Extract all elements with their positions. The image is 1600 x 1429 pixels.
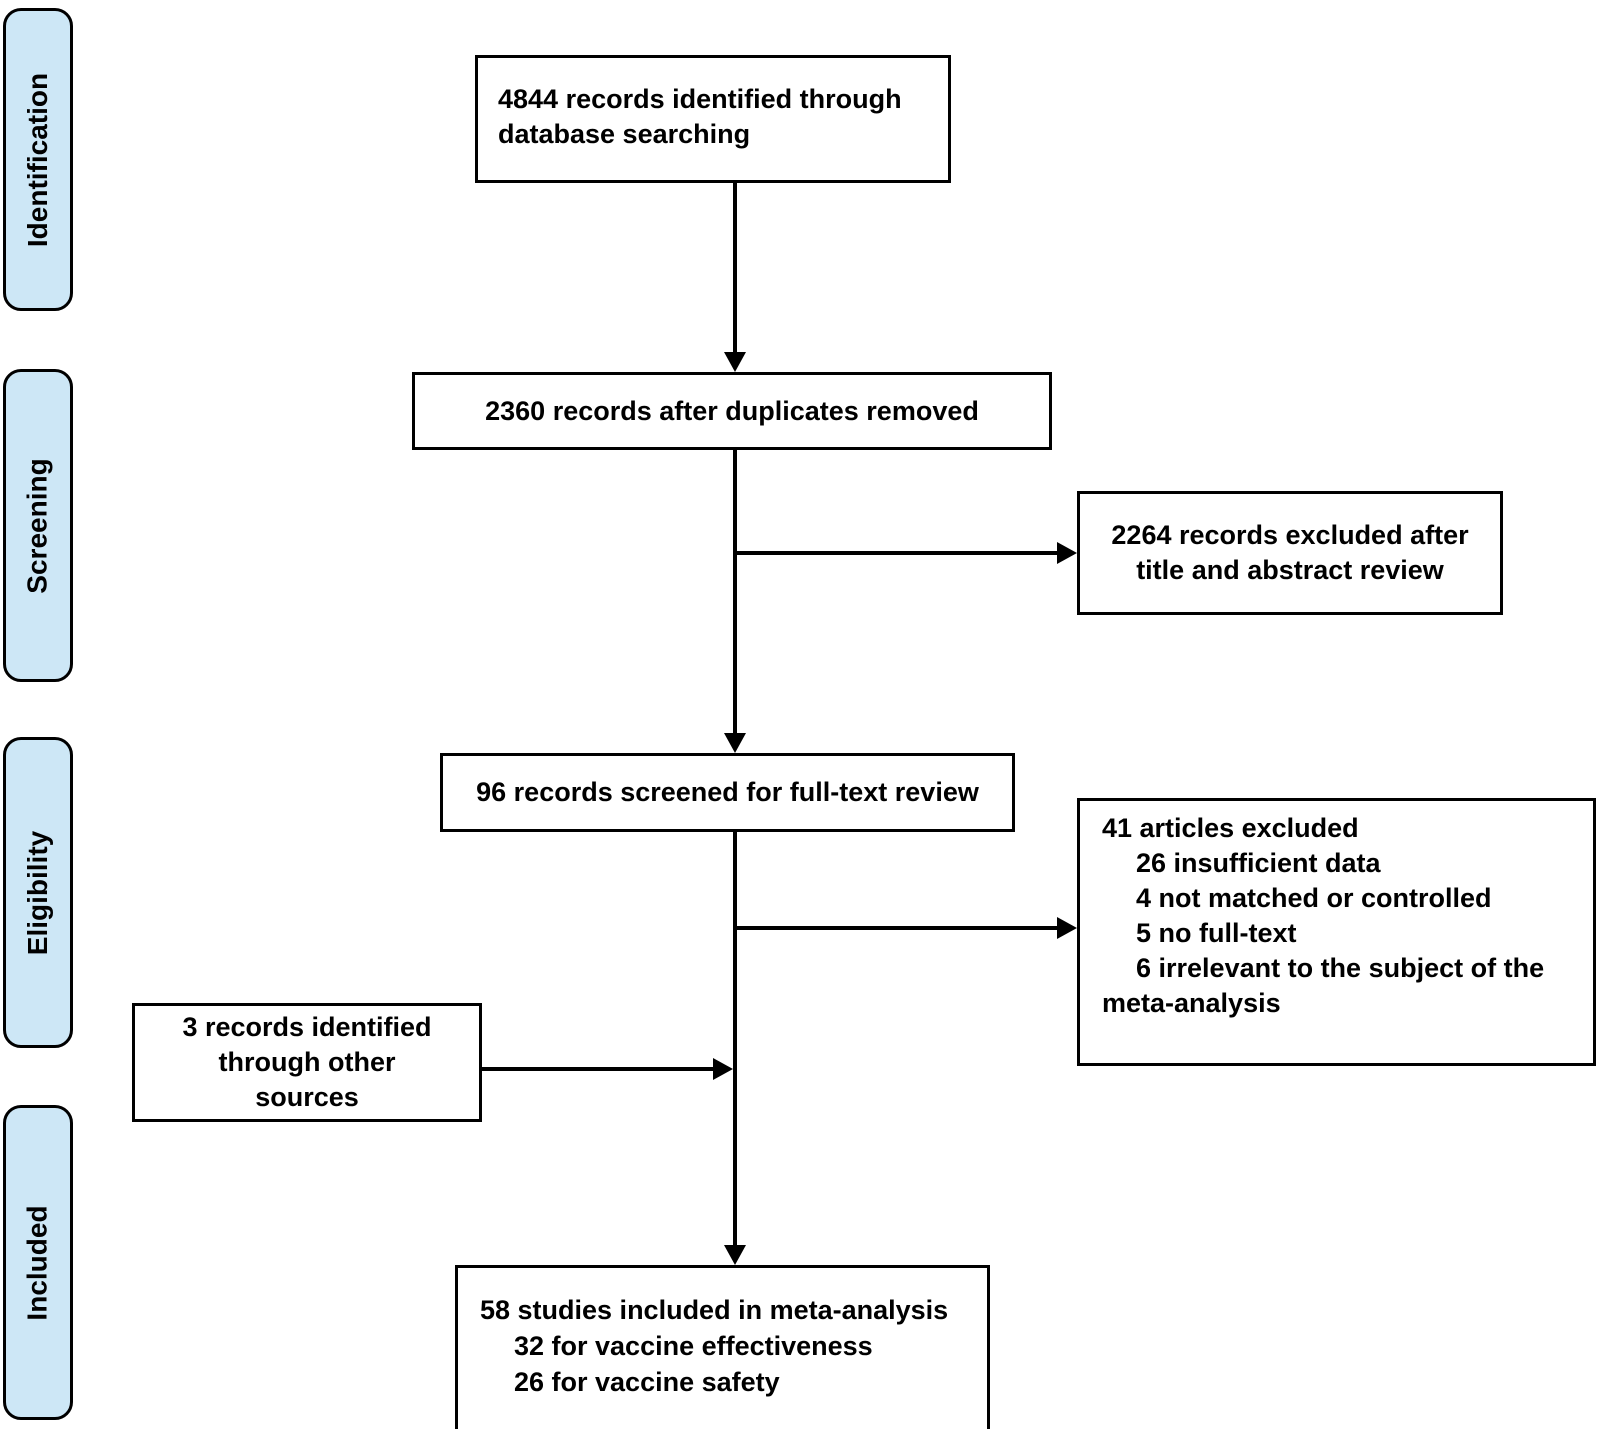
- flow-box-excluded-fulltext-title: 41 articles excluded: [1102, 813, 1359, 843]
- connector-screened-to-included: [733, 832, 737, 1246]
- excluded-reason-irrelevant: 6 irrelevant to the subject of the meta-…: [1102, 953, 1545, 1018]
- stage-label-included: Included: [3, 1105, 73, 1420]
- flow-box-excluded-title-abstract-text: 2264 records excluded after title and ab…: [1111, 520, 1469, 585]
- arrowhead-right-into-fulltext-excluded: [1057, 917, 1077, 939]
- stage-label-eligibility: Eligibility: [3, 737, 73, 1048]
- flow-box-other-sources: 3 records identified through other sourc…: [132, 1003, 482, 1122]
- excluded-reason-no-fulltext: 5 no full-text: [1136, 918, 1297, 948]
- flow-box-after-duplicates: 2360 records after duplicates removed: [412, 372, 1052, 450]
- flow-box-excluded-title-abstract: 2264 records excluded after title and ab…: [1077, 491, 1503, 615]
- connector-to-fulltext-excluded: [735, 926, 1059, 930]
- stage-label-identification: Identification: [3, 8, 73, 311]
- flow-box-screened-fulltext-text: 96 records screened for full-text review: [476, 777, 979, 807]
- included-breakdown-safety: 26 for vaccine safety: [514, 1367, 780, 1397]
- arrowhead-right-into-title-abstract-excluded: [1057, 542, 1077, 564]
- excluded-reason-not-matched: 4 not matched or controlled: [1136, 883, 1492, 913]
- flow-box-excluded-fulltext: 41 articles excluded 26 insufficient dat…: [1077, 798, 1596, 1066]
- stage-label-included-text: Included: [22, 1204, 53, 1321]
- flow-box-records-identified-text: 4844 records identified through database…: [498, 84, 902, 149]
- stage-label-screening-text: Screening: [22, 457, 54, 594]
- stage-label-screening: Screening: [3, 369, 73, 682]
- arrowhead-right-into-spine: [713, 1058, 733, 1080]
- connector-to-title-abstract-excluded: [735, 551, 1059, 555]
- arrowhead-down-into-duplicates: [724, 352, 746, 372]
- arrowhead-down-into-screened: [724, 733, 746, 753]
- flow-box-included-studies-title: 58 studies included in meta-analysis: [480, 1295, 949, 1325]
- connector-identified-to-duplicates: [733, 183, 737, 354]
- stage-label-identification-text: Identification: [22, 72, 54, 247]
- flow-box-records-identified: 4844 records identified through database…: [475, 55, 951, 183]
- excluded-reason-insufficient-data: 26 insufficient data: [1136, 848, 1381, 878]
- flow-box-after-duplicates-text: 2360 records after duplicates removed: [485, 395, 979, 426]
- flow-box-screened-fulltext: 96 records screened for full-text review: [440, 753, 1015, 832]
- flow-box-other-sources-text: 3 records identified through other sourc…: [182, 1012, 432, 1112]
- arrowhead-down-into-included: [724, 1245, 746, 1265]
- included-breakdown-effectiveness: 32 for vaccine effectiveness: [514, 1331, 873, 1361]
- connector-duplicates-to-screened: [733, 450, 737, 734]
- flow-box-included-studies: 58 studies included in meta-analysis 32 …: [455, 1265, 990, 1429]
- stage-label-eligibility-text: Eligibility: [22, 830, 53, 955]
- connector-other-sources-to-spine: [482, 1067, 715, 1071]
